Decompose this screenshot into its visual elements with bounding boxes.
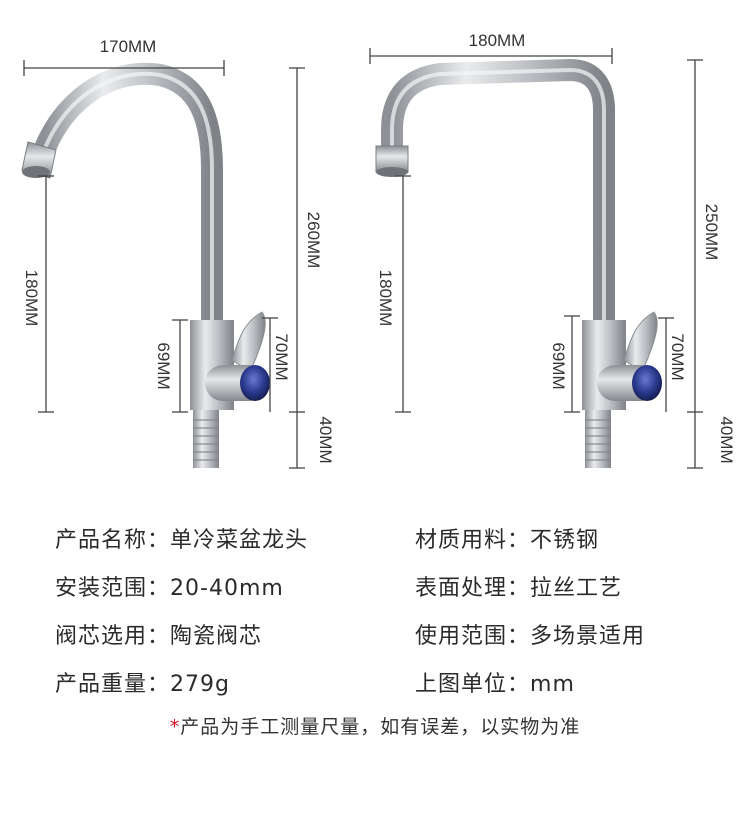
left-handle-label: 70MM xyxy=(272,333,291,380)
spec-label: 表面处理： xyxy=(415,576,531,601)
spec-product-name: 产品名称：单冷菜盆龙头 xyxy=(55,522,308,554)
spec-value: 不锈钢 xyxy=(530,528,600,553)
spec-value: mm xyxy=(530,672,575,697)
spec-label: 使用范围： xyxy=(415,624,531,649)
left-spout-label: 180MM xyxy=(22,270,41,327)
right-faucet-handle xyxy=(623,311,658,373)
left-body-label: 69MM xyxy=(154,342,173,389)
left-height-label: 260MM xyxy=(304,212,323,269)
spec-valve-core: 阀芯选用：陶瓷阀芯 xyxy=(55,618,262,650)
spec-label: 产品重量： xyxy=(55,672,171,697)
spec-value: 多场景适用 xyxy=(530,624,646,649)
right-thread-label: 40MM xyxy=(717,416,736,463)
note-text: 产品为手工测量尺量，如有误差，以实物为准 xyxy=(180,716,581,738)
spec-usage-scope: 使用范围：多场景适用 xyxy=(415,618,645,650)
right-body-label: 69MM xyxy=(549,342,568,389)
spec-unit: 上图单位：mm xyxy=(415,666,575,698)
spec-value: 279g xyxy=(170,672,230,697)
right-faucet-spout xyxy=(381,58,615,330)
right-spout-label: 180MM xyxy=(376,270,395,327)
spec-label: 安装范围： xyxy=(55,576,171,601)
spec-surface-finish: 表面处理：拉丝工艺 xyxy=(415,570,622,602)
left-faucet-spout xyxy=(34,62,223,330)
spec-label: 阀芯选用： xyxy=(55,624,171,649)
spec-label: 材质用料： xyxy=(415,528,531,553)
measurement-note: *产品为手工测量尺量，如有误差，以实物为准 xyxy=(0,712,750,739)
spec-weight: 产品重量：279g xyxy=(55,666,230,698)
left-faucet: 170MM 260MM 180MM 69MM 70MM 40MM xyxy=(21,37,335,469)
right-handle-label: 70MM xyxy=(668,333,687,380)
left-faucet-handle xyxy=(231,311,266,373)
spec-material: 材质用料：不锈钢 xyxy=(415,522,599,554)
note-star: * xyxy=(169,716,181,738)
left-faucet-valve-cap xyxy=(240,365,270,401)
spec-value: 拉丝工艺 xyxy=(530,576,623,601)
right-faucet: 180MM 250MM 180MM 69MM 70MM 40MM xyxy=(369,31,736,469)
spec-value: 20-40mm xyxy=(170,576,284,601)
left-width-label: 170MM xyxy=(100,37,157,56)
spec-label: 产品名称： xyxy=(55,528,171,553)
spec-value: 陶瓷阀芯 xyxy=(170,624,263,649)
spec-label: 上图单位： xyxy=(415,672,531,697)
spec-value: 单冷菜盆龙头 xyxy=(170,528,309,553)
spec-install-range: 安装范围：20-40mm xyxy=(55,570,284,602)
right-height-label: 250MM xyxy=(702,204,721,261)
faucet-dimension-figure: 170MM 260MM 180MM 69MM 70MM 40MM xyxy=(21,31,736,469)
right-faucet-valve-cap xyxy=(632,365,662,401)
right-width-label: 180MM xyxy=(469,31,526,50)
left-thread-label: 40MM xyxy=(316,416,335,463)
